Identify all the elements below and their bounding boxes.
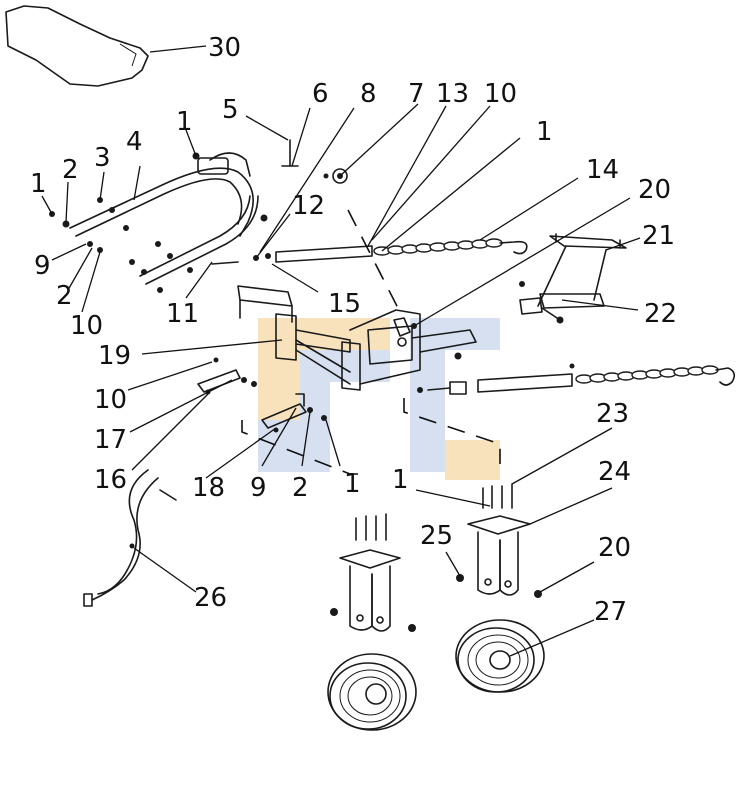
part-17-small-bracket — [197, 357, 257, 395]
callout-10-left: 10 — [70, 311, 103, 341]
part-27-right-wheel — [455, 619, 545, 693]
callout-19: 19 — [98, 341, 131, 371]
part-24-right-caster — [456, 483, 542, 598]
part-14-chain — [373, 238, 528, 256]
callout-1-lower-left: 1 — [344, 469, 361, 499]
callout-11: 11 — [166, 299, 199, 329]
assembly-dash-lines — [241, 209, 501, 475]
callout-7: 7 — [408, 79, 425, 109]
callout-10-lower: 10 — [94, 385, 127, 415]
callout-4: 4 — [126, 127, 143, 157]
callout-14: 14 — [586, 155, 619, 185]
callout-13: 13 — [436, 79, 469, 109]
part-19-main-frame — [237, 285, 477, 391]
callout-20-lower: 20 — [598, 533, 631, 563]
part-21-22-bracket — [519, 233, 627, 324]
part-30-cover-plate — [5, 5, 149, 87]
part-4-u-frame — [49, 152, 268, 293]
callout-20-upper: 20 — [638, 175, 671, 205]
callout-5: 5 — [222, 95, 239, 125]
callout-10-top: 10 — [484, 79, 517, 109]
callout-18: 18 — [192, 473, 225, 503]
callout-23: 23 — [596, 399, 629, 429]
callout-1-frame-top: 1 — [176, 107, 193, 137]
callout-25: 25 — [420, 521, 453, 551]
callout-1-top-right: 1 — [536, 117, 553, 147]
callout-30: 30 — [208, 33, 241, 63]
part-26-wiring-harness — [83, 469, 177, 607]
callout-3: 3 — [94, 143, 111, 173]
callout-1-lower-right: 1 — [392, 465, 409, 495]
lower-tube-chain — [417, 363, 736, 395]
callout-9-upper: 9 — [34, 251, 51, 281]
callout-22: 22 — [644, 299, 677, 329]
callout-2-lower: 2 — [292, 473, 309, 503]
part-7-washer — [323, 168, 348, 184]
callout-15: 15 — [328, 289, 361, 319]
callout-16: 16 — [94, 465, 127, 495]
callout-2-upper: 2 — [62, 155, 79, 185]
callout-12: 12 — [292, 191, 325, 221]
part-13-upper-tube — [211, 245, 373, 265]
callout-17: 17 — [94, 425, 127, 455]
callout-labels: 30 6 8 7 13 10 5 1 4 3 2 1 1 14 20 12 21… — [30, 33, 677, 627]
callout-2-middle: 2 — [56, 281, 73, 311]
callout-24: 24 — [598, 457, 631, 487]
callout-6: 6 — [312, 79, 329, 109]
callout-26: 26 — [194, 583, 227, 613]
callout-9-lower: 9 — [250, 473, 267, 503]
callout-21: 21 — [642, 221, 675, 251]
part-5-pin — [281, 139, 299, 167]
left-wheel — [327, 653, 417, 731]
callout-1-left: 1 — [30, 169, 47, 199]
callout-27: 27 — [594, 597, 627, 627]
callout-8: 8 — [360, 79, 377, 109]
left-caster — [330, 513, 416, 632]
watermark-logo — [258, 318, 500, 480]
leader-lines — [41, 45, 641, 657]
